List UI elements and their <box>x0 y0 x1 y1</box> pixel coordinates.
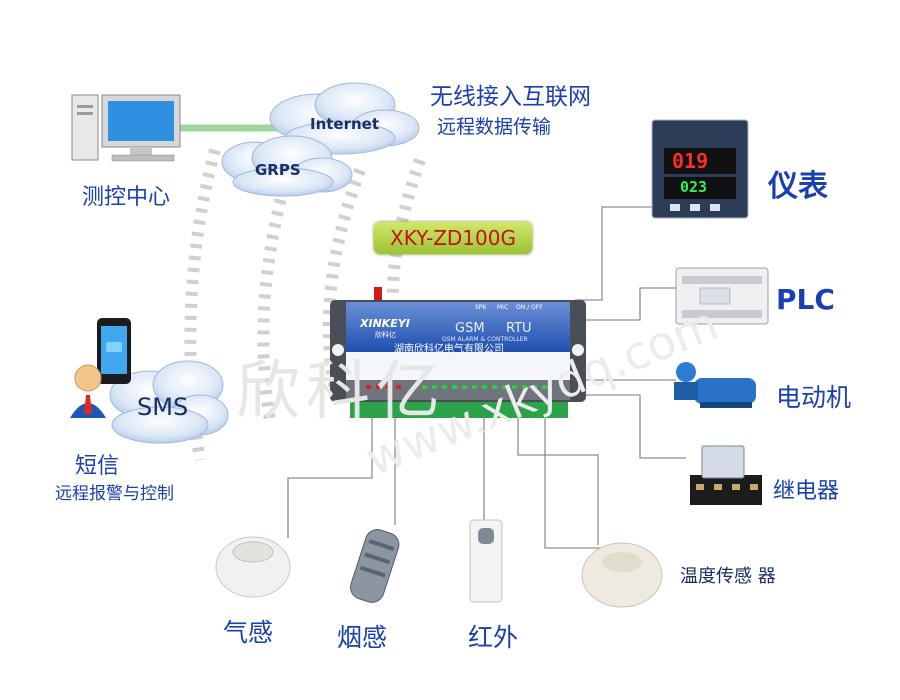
person-icon <box>70 364 106 418</box>
grps-label: GRPS <box>255 161 301 179</box>
watermark-brand: 欣科亿 <box>236 355 446 429</box>
monitoring-center-label: 测控中心 <box>82 185 171 210</box>
sms-title-label: 短信 <box>75 454 120 479</box>
gas-sensor-icon <box>215 536 291 598</box>
relay-icon <box>690 445 762 505</box>
rtu-device-shape <box>330 287 586 418</box>
meter-reading-1: 019 <box>672 149 709 173</box>
device-company: 湖南欣科亿电气有限公司 <box>394 344 504 355</box>
computer-icon <box>71 94 181 162</box>
meter-icon <box>651 119 749 219</box>
internet-cloud-shape <box>269 82 420 155</box>
device-subtitle: GSM ALARM & CONTROLLER <box>442 336 528 343</box>
infrared-sensor-label: 红外 <box>468 623 519 652</box>
device-gsm: GSM <box>455 321 485 336</box>
title-line-1: 无线接入互联网 <box>430 84 591 110</box>
meter-label: 仪表 <box>768 169 828 204</box>
infrared-sensor-icon <box>469 519 503 603</box>
meter-reading-2: 023 <box>680 178 708 196</box>
smoke-sensor-label: 烟感 <box>337 623 388 652</box>
gas-sensor-label: 气感 <box>223 618 274 647</box>
device-rtu: RTU <box>506 321 532 336</box>
device-brand-cn: 欣科亿 <box>375 331 396 339</box>
device-brand: XINKEYI <box>360 317 410 330</box>
device-wires <box>287 206 686 549</box>
sms-label: SMS <box>137 393 189 421</box>
phone-icon <box>97 318 131 384</box>
model-tag: XKY-ZD100G <box>374 222 532 254</box>
smoke-sensor-icon <box>350 529 400 603</box>
motor-label: 电动机 <box>776 383 852 412</box>
temperature-sensor-label: 温度传感 器 <box>680 566 776 587</box>
device-top-label-spk: SPK <box>475 304 487 311</box>
title-line-2: 远程数据传输 <box>437 116 552 138</box>
plc-label: PLC <box>776 283 835 316</box>
plc-icon <box>675 267 769 325</box>
internet-label: Internet <box>310 115 380 133</box>
grps-cloud-shape <box>221 135 353 197</box>
motor-icon <box>674 362 756 408</box>
device-top-label-mic: MIC <box>497 304 509 311</box>
temperature-sensor-icon <box>581 542 663 608</box>
device-top-label-onoff: ON / OFF <box>516 304 543 311</box>
sms-subtitle-label: 远程报警与控制 <box>55 484 174 504</box>
relay-label: 继电器 <box>773 479 840 504</box>
sms-cloud-shape <box>109 360 229 444</box>
